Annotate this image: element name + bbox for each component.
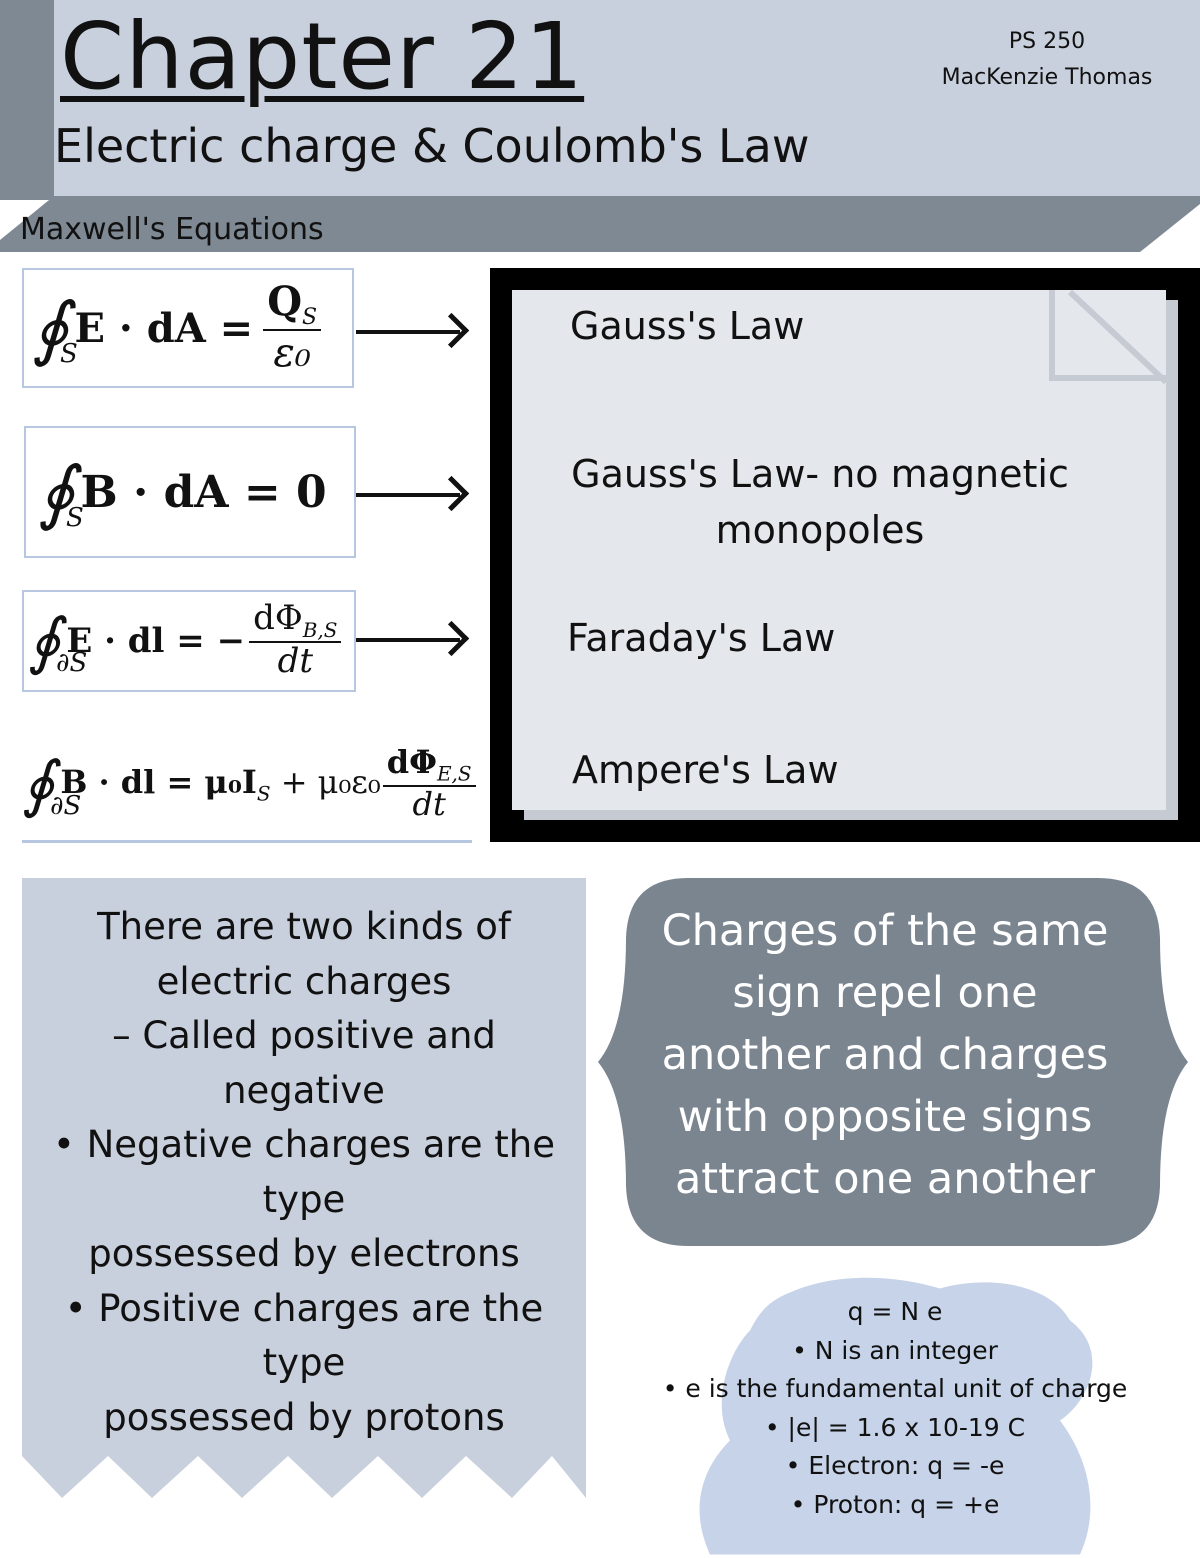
- law-ampere: Ampere's Law: [572, 748, 839, 792]
- repel-attract-box: [598, 878, 1188, 1246]
- law-gauss: Gauss's Law: [570, 304, 805, 348]
- integral-symbol: ∮S: [32, 287, 78, 369]
- equation-gauss-magnetic: ∮S B · dA = 0: [24, 426, 356, 558]
- arrow-icon: [356, 638, 460, 642]
- course-code: PS 250: [1008, 29, 1086, 54]
- integral-symbol: ∮∂S: [22, 747, 82, 821]
- equation-gauss-electric: ∮S E · dA = QS ε₀: [22, 268, 354, 388]
- equation-lhs: B · dA = 0: [80, 466, 327, 518]
- header-side-bar: [0, 0, 54, 200]
- header-background: [0, 0, 1200, 200]
- equation-lhs: E · dA =: [74, 304, 254, 352]
- page-curl-icon: [1048, 290, 1168, 385]
- chapter-title: Chapter 21: [60, 3, 585, 110]
- integral-symbol: ∮∂S: [28, 604, 88, 678]
- charge-kinds-text: There are two kinds of electric charges …: [52, 905, 556, 1439]
- chapter-subtitle: Electric charge & Coulomb's Law: [54, 119, 810, 173]
- quantization-text: q = N e • N is an integer • e is the fun…: [662, 1297, 1128, 1519]
- repel-attract-text: Charges of the same sign repel one anoth…: [661, 906, 1109, 1204]
- charge-kinds-box: [22, 878, 586, 1498]
- equation-fraction: dΦE,S dt: [382, 745, 476, 822]
- equation-faraday: ∮∂S E · dl = − dΦB,S dt: [22, 590, 356, 692]
- law-gauss-magnetic: Gauss's Law- no magnetic monopoles: [571, 452, 1069, 552]
- integral-symbol: ∮S: [38, 451, 84, 533]
- equation-ampere: ∮∂S B · dl = μ₀IS + μ₀ε₀ dΦE,S dt: [22, 728, 476, 843]
- section-label: Maxwell's Equations: [20, 212, 324, 247]
- arrow-icon: [356, 330, 460, 334]
- equation-lhs: E · dl = −: [66, 621, 246, 661]
- equation-lhs: B · dl = μ₀IS + μ₀ε₀: [60, 762, 381, 806]
- section-band: [0, 196, 1200, 252]
- equation-fraction: QS ε₀: [263, 280, 322, 375]
- arrow-icon: [356, 493, 460, 497]
- course-info: PS 250 MacKenzie Thomas: [925, 24, 1169, 96]
- author-name: MacKenzie Thomas: [941, 65, 1153, 90]
- quantization-blob: [699, 1277, 1093, 1555]
- law-faraday: Faraday's Law: [567, 616, 836, 660]
- equation-fraction: dΦB,S dt: [249, 601, 342, 680]
